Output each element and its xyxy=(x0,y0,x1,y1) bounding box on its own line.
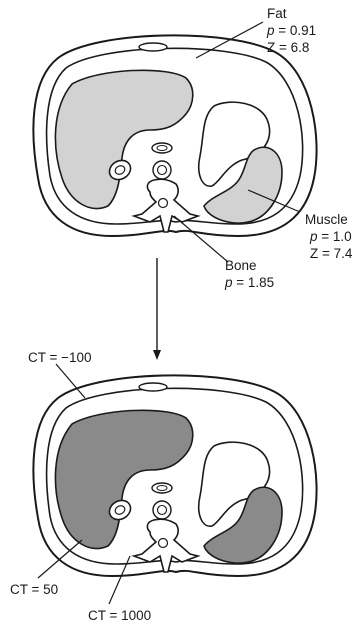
muscle-z: Z = 7.4 xyxy=(310,246,353,261)
fat-label: Fat p = 0.91 Z = 6.8 xyxy=(266,6,316,55)
fat-density: p = 0.91 xyxy=(266,23,316,38)
fat-title: Fat xyxy=(267,6,287,21)
down-arrow xyxy=(153,258,161,360)
bone-label: Bone p = 1.85 xyxy=(224,258,274,290)
muscle-title: Muscle xyxy=(305,212,348,227)
torso-top xyxy=(33,35,316,236)
muscle-label: Muscle p = 1.0 Z = 7.4 xyxy=(305,212,353,261)
ct-bone-label: CT = 1000 xyxy=(88,608,151,623)
muscle-density: p = 1.0 xyxy=(309,229,352,244)
fat-z: Z = 6.8 xyxy=(267,40,309,55)
ct-fat-label: CT = −100 xyxy=(28,350,92,365)
bone-title: Bone xyxy=(225,258,257,273)
bone-density: p = 1.85 xyxy=(224,275,274,290)
ct-muscle-label: CT = 50 xyxy=(10,582,58,597)
